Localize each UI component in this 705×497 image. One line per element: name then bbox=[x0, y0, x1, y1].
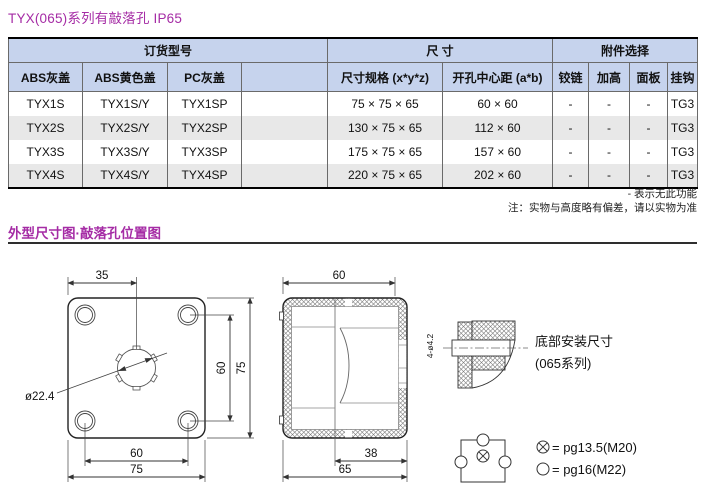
dim-depth-label: 65 bbox=[339, 464, 352, 476]
bottom-detail: 4-ø4.2 底部安装尺寸 (065系列) bbox=[425, 320, 613, 389]
accessory-cell: TG3 bbox=[667, 163, 698, 188]
empty-cell bbox=[240, 139, 328, 164]
empty-cell bbox=[240, 163, 328, 188]
mount-holes-label: 4-ø4.2 bbox=[425, 333, 435, 358]
dim-hole-offset-label: 35 bbox=[96, 270, 109, 282]
dim-inner-width-label: 60 bbox=[333, 270, 346, 282]
model-cell: TYX1SP bbox=[167, 91, 242, 116]
model-cell: TYX3S bbox=[26, 144, 65, 159]
accessory-cell: - bbox=[588, 91, 630, 116]
note-remark: 注：实物与高度略有偏差，请以实物为准 bbox=[508, 202, 697, 214]
circle-cross-icon bbox=[536, 440, 550, 454]
accessory-cell: TG3 bbox=[667, 139, 698, 164]
knockout-legend: = pg13.5(M20) = pg16(M22) bbox=[454, 433, 637, 483]
circle-icon bbox=[476, 433, 490, 447]
column-header: PC灰盖 bbox=[167, 62, 242, 92]
column-header: ABS黄色盖 bbox=[82, 62, 168, 92]
accessory-cell: - bbox=[552, 139, 589, 164]
size-cell: 175 × 75 × 65 bbox=[327, 139, 443, 164]
column-header: 面板 bbox=[629, 62, 668, 92]
column-header bbox=[240, 62, 328, 92]
hole-distance-cell: 60 × 60 bbox=[442, 91, 553, 116]
accessory-cell: - bbox=[588, 115, 630, 140]
legend-item-m20-label: = pg13.5(M20) bbox=[552, 440, 637, 455]
column-header: 开孔中心距 (a*b) bbox=[442, 62, 553, 92]
model-cell: TYX4S bbox=[26, 168, 65, 182]
legend-item-m22-label: = pg16(M22) bbox=[552, 462, 626, 477]
accessory-cell: - bbox=[629, 139, 668, 164]
mounting-hole bbox=[74, 304, 96, 326]
accessory-cell: - bbox=[552, 163, 589, 188]
circle-cross-icon bbox=[476, 449, 490, 463]
model-cell: TYX4SP bbox=[167, 163, 242, 188]
model-cell: TYX3S/Y bbox=[82, 139, 168, 164]
circle-icon bbox=[498, 455, 512, 469]
front-view: 35 60 75 60 75 ø22.4 bbox=[25, 270, 254, 482]
dim-knockout-offset-label: 38 bbox=[365, 448, 378, 460]
knockout-diameter-label: ø22.4 bbox=[25, 391, 55, 403]
dim-hole-spacing-v-label: 60 bbox=[216, 362, 228, 375]
side-view: 60 38 65 bbox=[279, 270, 408, 482]
model-cell: TYX1S/Y bbox=[82, 91, 168, 116]
section-title: 外型尺寸图·敲落孔位置图 bbox=[8, 226, 161, 241]
accessory-cell: - bbox=[629, 91, 668, 116]
empty-cell bbox=[240, 115, 328, 140]
accessory-cell: TG3 bbox=[667, 91, 698, 116]
column-header: 挂钩 bbox=[667, 62, 698, 92]
table-row: TYX3S TYX3S/Y TYX3SP 175 × 75 × 65 157 ×… bbox=[9, 139, 698, 164]
accessory-cell: - bbox=[629, 163, 668, 188]
hole-distance-cell: 157 × 60 bbox=[442, 139, 553, 164]
dim-height-label: 75 bbox=[236, 362, 248, 375]
model-cell: TYX2S/Y bbox=[82, 115, 168, 140]
accessory-cell: - bbox=[588, 139, 630, 164]
hole-distance-cell: 202 × 60 bbox=[442, 163, 553, 188]
accessory-cell: - bbox=[588, 163, 630, 188]
section-divider bbox=[8, 242, 697, 244]
order-model-group-header: 订货型号 bbox=[8, 38, 328, 63]
table-row: TYX1S TYX1S/Y TYX1SP 75 × 75 × 65 60 × 6… bbox=[9, 91, 698, 116]
model-cell: TYX2SP bbox=[167, 115, 242, 140]
legend-item-m22: = pg16(M22) bbox=[536, 462, 626, 477]
spec-table: 订货型号 尺 寸 附件选择 ABS灰盖 ABS黄色盖 PC灰盖 尺寸规格 (x*… bbox=[8, 37, 699, 189]
model-cell: TYX4S/Y bbox=[82, 163, 168, 188]
accessory-cell: TG3 bbox=[667, 115, 698, 140]
column-header: 加高 bbox=[588, 62, 630, 92]
detail-caption-line2: (065系列) bbox=[535, 356, 591, 371]
page-title: TYX(065)系列有敲落孔 IP65 bbox=[8, 11, 183, 26]
legend-item-m20: = pg13.5(M20) bbox=[536, 440, 637, 455]
column-header: ABS灰盖 bbox=[8, 62, 83, 92]
model-cell: TYX2S bbox=[26, 120, 65, 135]
size-cell: 220 × 75 × 65 bbox=[327, 163, 443, 188]
note-dash-meaning: - 表示无此功能 bbox=[627, 188, 697, 200]
column-header: 尺寸规格 (x*y*z) bbox=[327, 62, 443, 92]
outline-drawing: 35 60 75 60 75 ø22.4 bbox=[25, 270, 637, 483]
accessory-cell: - bbox=[552, 115, 589, 140]
table-row: TYX2S TYX2S/Y TYX2SP 130 × 75 × 65 112 ×… bbox=[8, 115, 698, 140]
size-cell: 130 × 75 × 65 bbox=[327, 115, 443, 140]
size-group-header: 尺 寸 bbox=[327, 38, 553, 63]
dim-hole-spacing-h-label: 60 bbox=[130, 448, 143, 460]
circle-icon bbox=[536, 462, 550, 476]
model-cell: TYX3SP bbox=[167, 139, 242, 164]
size-cell: 75 × 75 × 65 bbox=[327, 91, 443, 116]
accessory-cell: - bbox=[552, 91, 589, 116]
hole-distance-cell: 112 × 60 bbox=[442, 115, 553, 140]
accessory-cell: - bbox=[629, 115, 668, 140]
knockout-profile-curve bbox=[339, 327, 350, 404]
dim-width-label: 75 bbox=[130, 464, 143, 476]
break-curve bbox=[471, 339, 516, 389]
table-row: TYX4S TYX4S/Y TYX4SP 220 × 75 × 65 202 ×… bbox=[8, 163, 698, 188]
empty-cell bbox=[240, 91, 328, 116]
column-header: 铰链 bbox=[552, 62, 589, 92]
detail-caption-line1: 底部安装尺寸 bbox=[535, 334, 613, 349]
circle-icon bbox=[454, 455, 468, 469]
table-notes: - 表示无此功能 注：实物与高度略有偏差，请以实物为准 bbox=[508, 187, 697, 215]
accessory-group-header: 附件选择 bbox=[552, 38, 698, 63]
model-cell: TYX1S bbox=[26, 96, 65, 111]
